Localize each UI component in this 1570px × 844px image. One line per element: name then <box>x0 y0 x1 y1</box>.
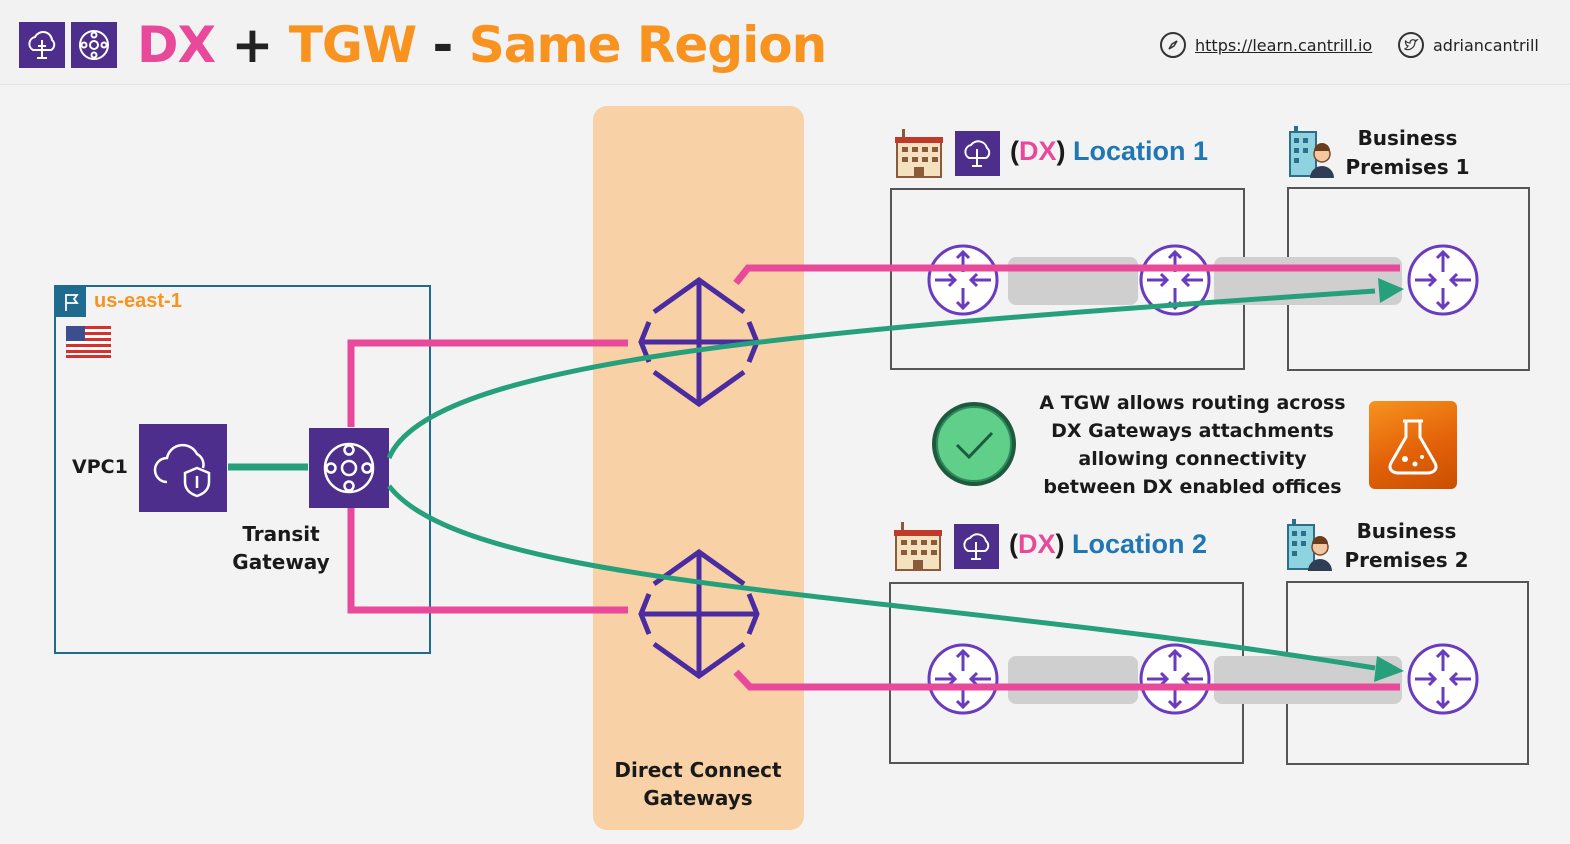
transit-gateway-icon <box>71 22 117 68</box>
dx-cross-connect-bars <box>1008 257 1402 704</box>
green-routed-paths <box>386 288 1376 671</box>
dx-gateway-icon <box>638 276 760 680</box>
flask-icon <box>1369 401 1457 489</box>
location-dx: DX <box>1019 136 1057 166</box>
location-name: Location 2 <box>1072 529 1208 559</box>
vpc-cloud-shield-icon <box>139 424 227 512</box>
premises-1-label: Business Premises 1 <box>1345 126 1470 179</box>
router-icons <box>927 244 1479 715</box>
building-icon <box>893 520 943 576</box>
region-label: us-east-1 <box>94 290 182 312</box>
vpc-label: VPC1 <box>72 456 128 478</box>
building-icon <box>894 127 944 183</box>
dx-gateways-label: Direct Connect Gateways <box>614 758 782 810</box>
compass-icon <box>1160 32 1186 58</box>
office-person-icon <box>1286 517 1336 577</box>
direct-connect-icon <box>955 131 1000 176</box>
region-flag-icon <box>56 287 86 317</box>
tgw-label: Transit Gateway <box>232 522 330 574</box>
office-person-icon <box>1288 124 1338 184</box>
title-rest: Same Region <box>468 16 827 74</box>
premises-2-label: Business Premises 2 <box>1344 519 1469 572</box>
region-box <box>54 285 431 654</box>
location-dx: DX <box>1018 529 1056 559</box>
pink-link-overlay <box>748 264 1400 691</box>
callout-text: A TGW allows routing across DX Gateways … <box>1039 392 1346 498</box>
transit-gateway-tile-icon <box>309 428 389 508</box>
header-bar: DX + TGW - Same Region https://learn.can… <box>0 0 1570 85</box>
direct-connect-icon <box>19 22 65 68</box>
location-name: Location 1 <box>1073 136 1209 166</box>
title-plus: + <box>231 16 273 74</box>
twitter-icon <box>1398 32 1424 58</box>
page-title: DX + TGW - Same Region <box>137 10 827 80</box>
paren-close: ) <box>1055 529 1065 559</box>
us-flag-icon <box>65 325 112 359</box>
location-1-title: (DX) Location 1 <box>1010 136 1208 167</box>
title-dx: DX <box>137 16 216 74</box>
paren-open: ( <box>1010 136 1019 166</box>
location-2-title: (DX) Location 2 <box>1009 529 1207 560</box>
twitter-link[interactable]: adriancantrill <box>1398 30 1539 60</box>
learn-link[interactable]: https://learn.cantrill.io <box>1160 30 1372 60</box>
arrow-heads <box>1374 278 1404 682</box>
paren-close: ) <box>1056 136 1066 166</box>
dx-gateways-band <box>593 106 804 830</box>
direct-connect-icon <box>954 524 999 569</box>
title-dash: - <box>432 16 454 74</box>
learn-link-text[interactable]: https://learn.cantrill.io <box>1195 35 1373 55</box>
title-tgw: TGW <box>288 16 417 74</box>
twitter-handle[interactable]: adriancantrill <box>1433 35 1539 55</box>
paren-open: ( <box>1009 529 1018 559</box>
check-circle-icon <box>930 400 1018 492</box>
